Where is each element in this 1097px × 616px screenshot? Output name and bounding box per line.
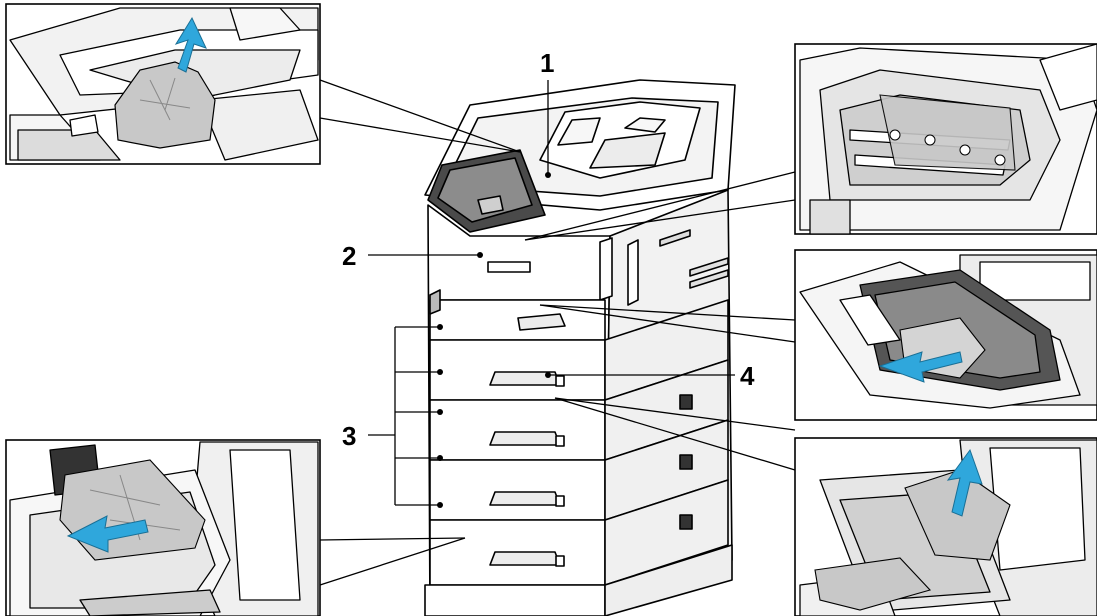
callout-3: 3 [342,421,356,451]
inset-output-tray [6,4,320,164]
tray-stack [430,300,728,585]
printer [425,80,735,616]
inset-transfer-area [795,438,1097,616]
inset-door-area [795,250,1097,420]
inset-paper-tray [6,440,320,616]
callout-4: 4 [740,361,755,391]
callout-2: 2 [342,241,356,271]
inset-fuser [795,44,1097,234]
callout-1: 1 [540,48,554,78]
